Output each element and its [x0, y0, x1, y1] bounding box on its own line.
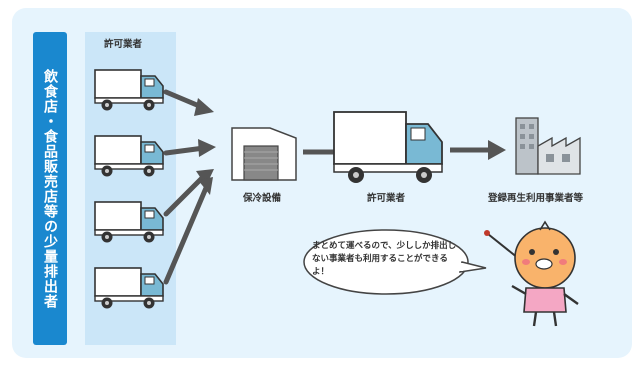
arrows-to-storage: [163, 89, 209, 285]
licensed-column-label: 許可業者: [104, 39, 143, 50]
mascot-character: [484, 220, 579, 327]
small-emitter-banner: 飲食店・食品販売店等の少量排出者: [33, 32, 67, 345]
truck-icon-1: [94, 69, 164, 112]
truck-icon-4: [94, 267, 164, 310]
factory-icon: [515, 117, 581, 175]
cold-storage-icon: [231, 127, 297, 181]
truck-icon-3: [94, 201, 164, 244]
arrowheads-to-storage: [194, 98, 216, 195]
truck-to-recycler-arrowhead: [488, 140, 506, 160]
truck-icon-2: [94, 135, 164, 178]
cold-storage-label: 保冷設備: [243, 193, 282, 204]
large-truck-icon: [333, 111, 443, 183]
licensed-hauler-label: 許可業者: [367, 193, 406, 204]
recycler-label: 登録再生利用事業者等: [488, 193, 584, 204]
speech-bubble: [303, 229, 487, 295]
speech-bubble-text: まとめて運べるので、少ししか排出しない事業者も利用することができるよ！: [312, 241, 457, 277]
small-emitter-label: 飲食店・食品販売店等の少量排出者: [42, 68, 58, 309]
